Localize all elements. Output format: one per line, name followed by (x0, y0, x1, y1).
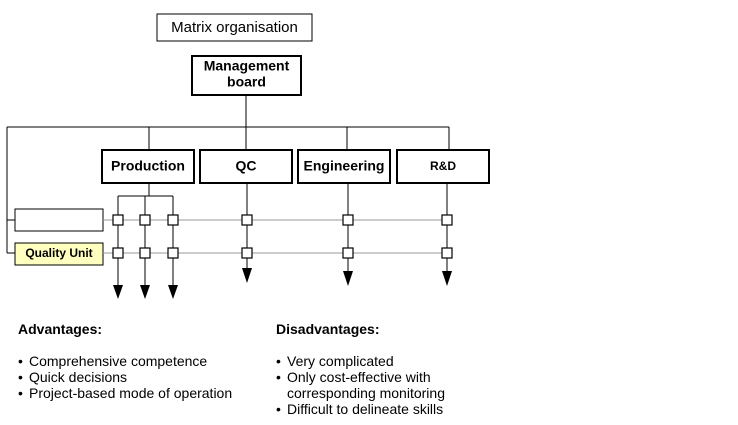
node-row1-qc (241, 214, 253, 226)
unit-box-1 (14, 208, 104, 232)
dept-box-qc (199, 149, 293, 184)
node-row2-p1 (112, 247, 124, 259)
arrow-down-icon-rd (442, 271, 452, 286)
dept-box-engineering (297, 149, 391, 184)
org-chart: Matrix organisation Management board Pro… (6, 13, 490, 299)
node-row2-p2 (139, 247, 151, 259)
arrow-down-icon-p3 (168, 285, 178, 299)
node-row1-rd (441, 214, 453, 226)
advantages-section: Advantages: Comprehensive competence Qui… (18, 321, 268, 401)
disadvantage-text: Difficult to delineate skills (287, 401, 444, 417)
advantage-text: Comprehensive competence (29, 353, 208, 369)
advantage-item: Quick decisions (18, 369, 268, 385)
board-label-line2: board (227, 74, 266, 90)
node-row2-qc (241, 247, 253, 259)
advantages-list: Comprehensive competence Quick decisions… (18, 353, 268, 401)
node-row2-p3 (167, 247, 179, 259)
unit-box-quality (14, 242, 104, 266)
dept-box-production (101, 149, 195, 184)
arrow-down-icon-p1 (113, 285, 123, 299)
advantages-heading: Advantages: (18, 321, 103, 337)
disadvantage-text: Only cost-effective with (287, 369, 431, 385)
disadvantages-section: Disadvantages: Very complicated Only cos… (276, 321, 496, 417)
node-row1-engineering (342, 214, 354, 226)
dept-label-rd: R&D (430, 159, 456, 173)
node-row1-p1 (112, 214, 124, 226)
arrow-down-icon-qc (242, 268, 252, 283)
advantage-item: Comprehensive competence (18, 353, 268, 369)
node-row2-engineering (342, 247, 354, 259)
disadvantage-item: Very complicated (276, 353, 496, 369)
disadvantage-text: Very complicated (287, 353, 394, 369)
dept-label-engineering: Engineering (304, 158, 385, 174)
board-label-line1: Management (204, 58, 290, 74)
dept-label-qc: QC (236, 158, 257, 174)
disadvantage-text-continued: corresponding monitoring (287, 385, 445, 401)
arrow-down-icon-engineering (343, 271, 353, 286)
disadvantage-item: Only cost-effective with corresponding m… (276, 369, 496, 401)
node-row1-p2 (139, 214, 151, 226)
advantage-text: Quick decisions (29, 369, 128, 385)
arrow-down-icon-p2 (140, 285, 150, 299)
disadvantages-list: Very complicated Only cost-effective wit… (276, 353, 496, 417)
title-text: Matrix organisation (171, 19, 298, 36)
title-box (156, 13, 313, 42)
advantage-item: Project-based mode of operation (18, 385, 268, 401)
unit-label-quality: Quality Unit (25, 246, 92, 260)
dept-box-rd (396, 149, 490, 184)
advantage-text: Project-based mode of operation (29, 385, 233, 401)
disadvantages-heading: Disadvantages: (276, 321, 380, 337)
node-row1-p3 (167, 214, 179, 226)
node-row2-rd (441, 247, 453, 259)
disadvantage-item: Difficult to delineate skills (276, 401, 496, 417)
dept-label-production: Production (111, 158, 185, 174)
